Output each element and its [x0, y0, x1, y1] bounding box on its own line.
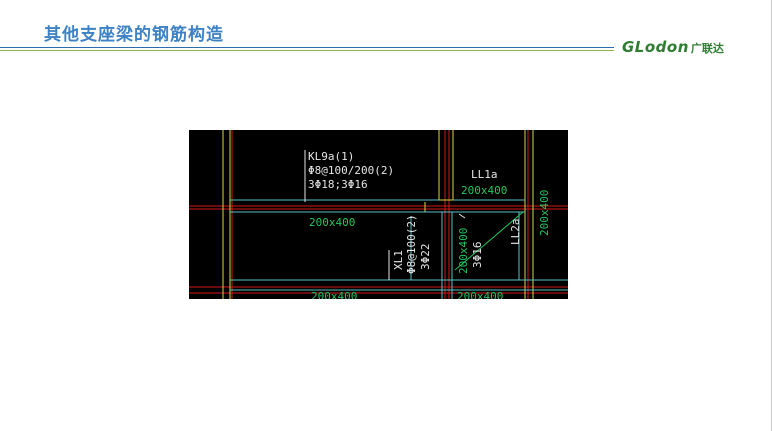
- bottom-size-label-2: 200x400: [457, 290, 503, 299]
- title-rule-blue: [0, 47, 614, 48]
- cursor-mark: [458, 213, 466, 219]
- slide-title: 其他支座梁的钢筋构造: [44, 25, 224, 45]
- xl1-name-label: XL1: [392, 250, 405, 270]
- glodon-logo: GLodon 广联达: [622, 38, 724, 58]
- xl1-rebar-label: 3Φ22: [419, 244, 432, 271]
- logo-cn-text: 广联达: [690, 42, 724, 55]
- right-size-label: 200x400: [538, 190, 551, 236]
- kl9a-stirrup-label: Φ8@100/200(2): [308, 164, 394, 177]
- title-rule-green: [0, 50, 614, 51]
- diag-rebar-label: 3Φ16: [471, 242, 484, 269]
- logo-latin-text: GLodon: [622, 38, 689, 56]
- cad-drawing-screenshot: KL9a(1) Φ8@100/200(2) 3Φ18;3Φ16 LL1a 200…: [189, 130, 568, 299]
- diag-size-label: 200x400: [457, 228, 470, 274]
- cad-drawing-canvas: KL9a(1) Φ8@100/200(2) 3Φ18;3Φ16 LL1a 200…: [189, 130, 568, 299]
- bottom-size-label: 200x400: [311, 290, 357, 299]
- xl1-stirrup-label: Φ8@100(2): [405, 214, 418, 274]
- mid-size-label: 200x400: [309, 216, 355, 229]
- diag-beam-line: [454, 211, 524, 271]
- ll2a-name-label: LL2a: [509, 219, 522, 246]
- ll1a-name-label: LL1a: [471, 168, 498, 181]
- ll1a-size-label: 200x400: [461, 184, 507, 197]
- kl9a-name-label: KL9a(1): [308, 150, 354, 163]
- kl9a-rebar-label: 3Φ18;3Φ16: [308, 178, 368, 191]
